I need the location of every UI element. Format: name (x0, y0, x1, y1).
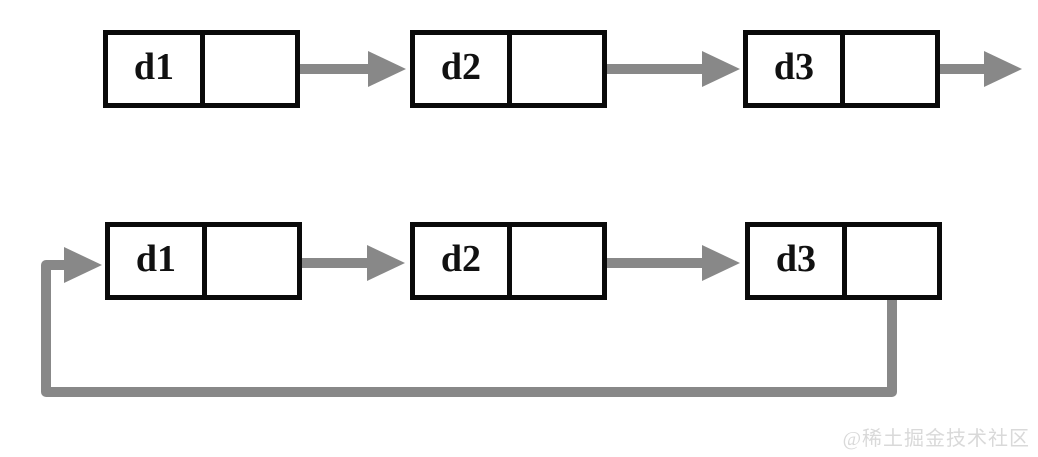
arrow-loop-d3-to-d1 (41, 247, 897, 397)
top-d1-label: d1 (133, 46, 175, 88)
top-list-node-d1: d1 (103, 30, 300, 108)
top-d3-data-cell: d3 (748, 35, 845, 103)
bottom-list-node-d3: d3 (745, 222, 942, 300)
bottom-list-node-d1: d1 (105, 222, 302, 300)
bottom-d3-data-cell: d3 (750, 227, 847, 295)
top-list-node-d2: d2 (410, 30, 607, 108)
bottom-list-node-d2: d2 (410, 222, 607, 300)
bottom-d2-data-cell: d2 (415, 227, 512, 295)
bottom-d1-pointer-cell (207, 227, 297, 295)
bottom-d2-pointer-cell (512, 227, 602, 295)
top-d2-pointer-cell (512, 35, 602, 103)
top-d2-label: d2 (440, 46, 482, 88)
top-d1-pointer-cell (205, 35, 295, 103)
bottom-d2-label: d2 (440, 238, 482, 280)
watermark-text: @稀土掘金技术社区 (842, 428, 1030, 450)
top-list-node-d3: d3 (743, 30, 940, 108)
bottom-d1-label: d1 (135, 238, 177, 280)
bottom-d3-label: d3 (775, 238, 817, 280)
top-d3-label: d3 (773, 46, 815, 88)
bottom-d1-data-cell: d1 (110, 227, 207, 295)
top-d3-pointer-cell (845, 35, 935, 103)
top-d2-data-cell: d2 (415, 35, 512, 103)
top-d1-data-cell: d1 (108, 35, 205, 103)
bottom-d3-pointer-cell (847, 227, 937, 295)
